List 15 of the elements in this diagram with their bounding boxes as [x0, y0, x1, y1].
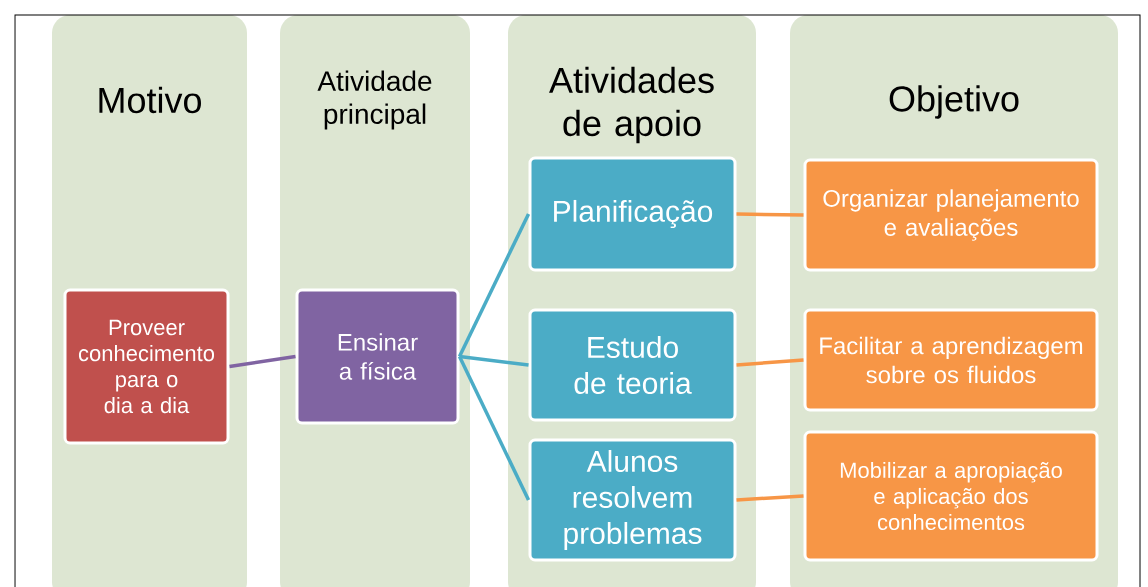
process-box: Mobilizar a apropiação e aplicação dos conhecimentos [803, 430, 1099, 562]
connector-line [229, 354, 296, 369]
process-box: Planificação [528, 156, 737, 272]
process-box: Estudo de teoria [528, 308, 737, 422]
process-box: Proveer conhecimento para o dia a dia [63, 288, 230, 445]
process-box: Alunos resolvem problemas [528, 438, 737, 562]
connector-line [457, 213, 531, 358]
connector-line [736, 358, 804, 367]
process-box: Organizar planejamento e avaliações [803, 158, 1099, 272]
process-box: Facilitar a aprendizagem sobre os fluidos [803, 308, 1099, 412]
connector-line [459, 354, 529, 367]
connector-line [736, 212, 804, 217]
process-box: Ensinar a física [295, 288, 460, 425]
connector-line [457, 355, 531, 501]
connector-line [736, 494, 804, 502]
